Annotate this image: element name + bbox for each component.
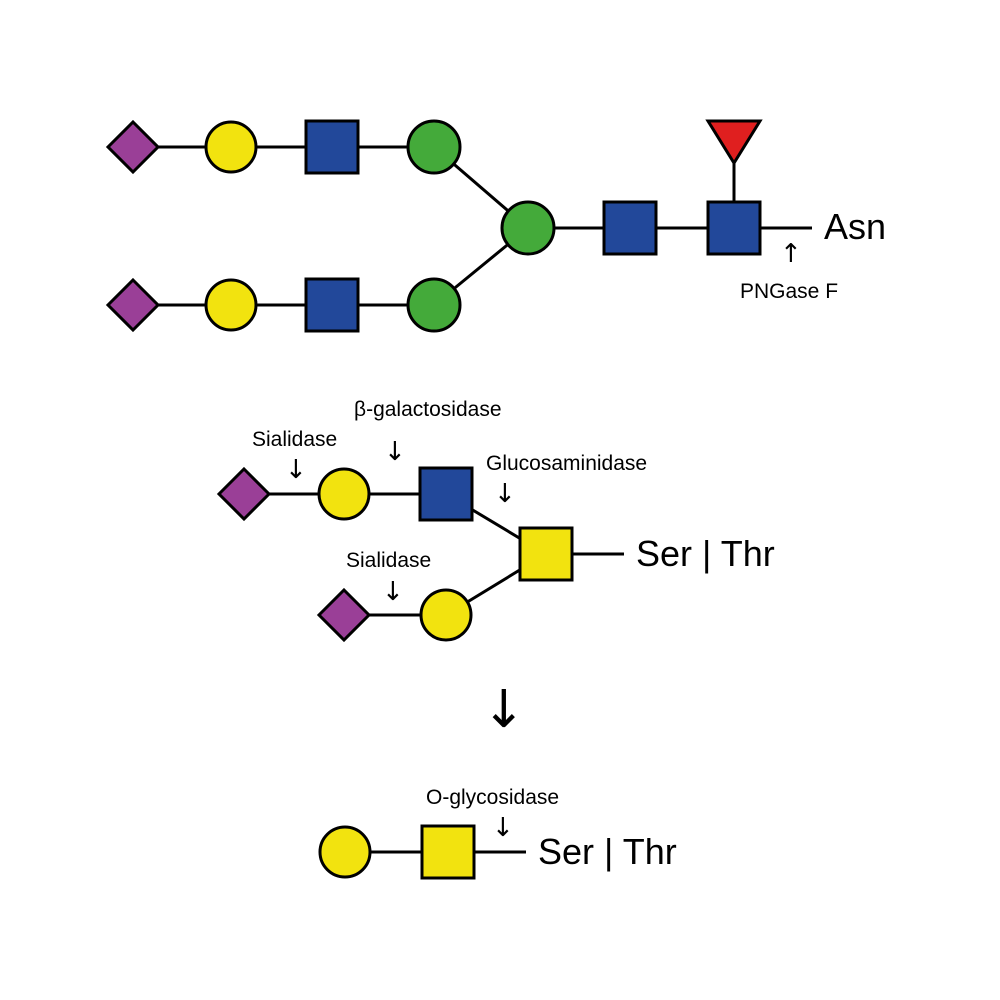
n-acetylglucosamine-icon	[706, 200, 762, 256]
n-acetylgalactosamine-icon	[420, 824, 476, 880]
o-glycan-structure: Ser | Thr Sialidase ↓ β-galactosidase ↓ …	[216, 398, 775, 643]
sialidase-label: Sialidase	[346, 549, 431, 572]
galactose-icon	[317, 467, 371, 521]
fucose-icon	[705, 119, 763, 166]
down-arrow-icon: ↓	[384, 437, 406, 467]
n-glycan-structure: Asn ↑ PNGase F	[105, 119, 886, 333]
sialidase-label: Sialidase	[252, 428, 337, 451]
down-arrow-icon: ↓	[492, 813, 514, 843]
n-acetylglucosamine-icon	[602, 200, 658, 256]
sialic-acid-icon	[216, 466, 272, 522]
reaction-arrow-icon: ↓	[482, 680, 526, 740]
up-arrow-icon: ↑	[780, 239, 802, 269]
sialic-acid-icon	[105, 277, 161, 333]
n-acetylglucosamine-icon	[304, 119, 360, 175]
galactose-icon	[419, 588, 473, 642]
galactose-icon	[204, 120, 258, 174]
mannose-icon	[500, 200, 556, 256]
sialic-acid-icon	[105, 119, 161, 175]
n-acetylglucosamine-icon	[304, 277, 360, 333]
core-glycan-structure: Ser | Thr O-glycosidase ↓	[318, 786, 677, 880]
mannose-icon	[406, 119, 462, 175]
galactose-icon	[318, 825, 372, 879]
n-acetylgalactosamine-icon	[518, 526, 574, 582]
ser-thr-attachment-label: Ser | Thr	[636, 533, 775, 574]
down-arrow-icon: ↓	[382, 577, 404, 607]
glucosaminidase-label: Glucosaminidase	[486, 452, 647, 475]
n-acetylglucosamine-icon	[418, 466, 474, 522]
down-arrow-icon: ↓	[494, 479, 516, 509]
asn-attachment-label: Asn	[824, 206, 886, 247]
ser-thr-attachment-label: Ser | Thr	[538, 831, 677, 872]
mannose-icon	[406, 277, 462, 333]
down-arrow-icon: ↓	[285, 455, 307, 485]
o-glycosidase-label: O-glycosidase	[426, 786, 559, 809]
sialic-acid-icon	[316, 587, 372, 643]
pngase-f-label: PNGase F	[740, 280, 838, 303]
beta-galactosidase-label: β-galactosidase	[354, 398, 502, 421]
galactose-icon	[204, 278, 258, 332]
